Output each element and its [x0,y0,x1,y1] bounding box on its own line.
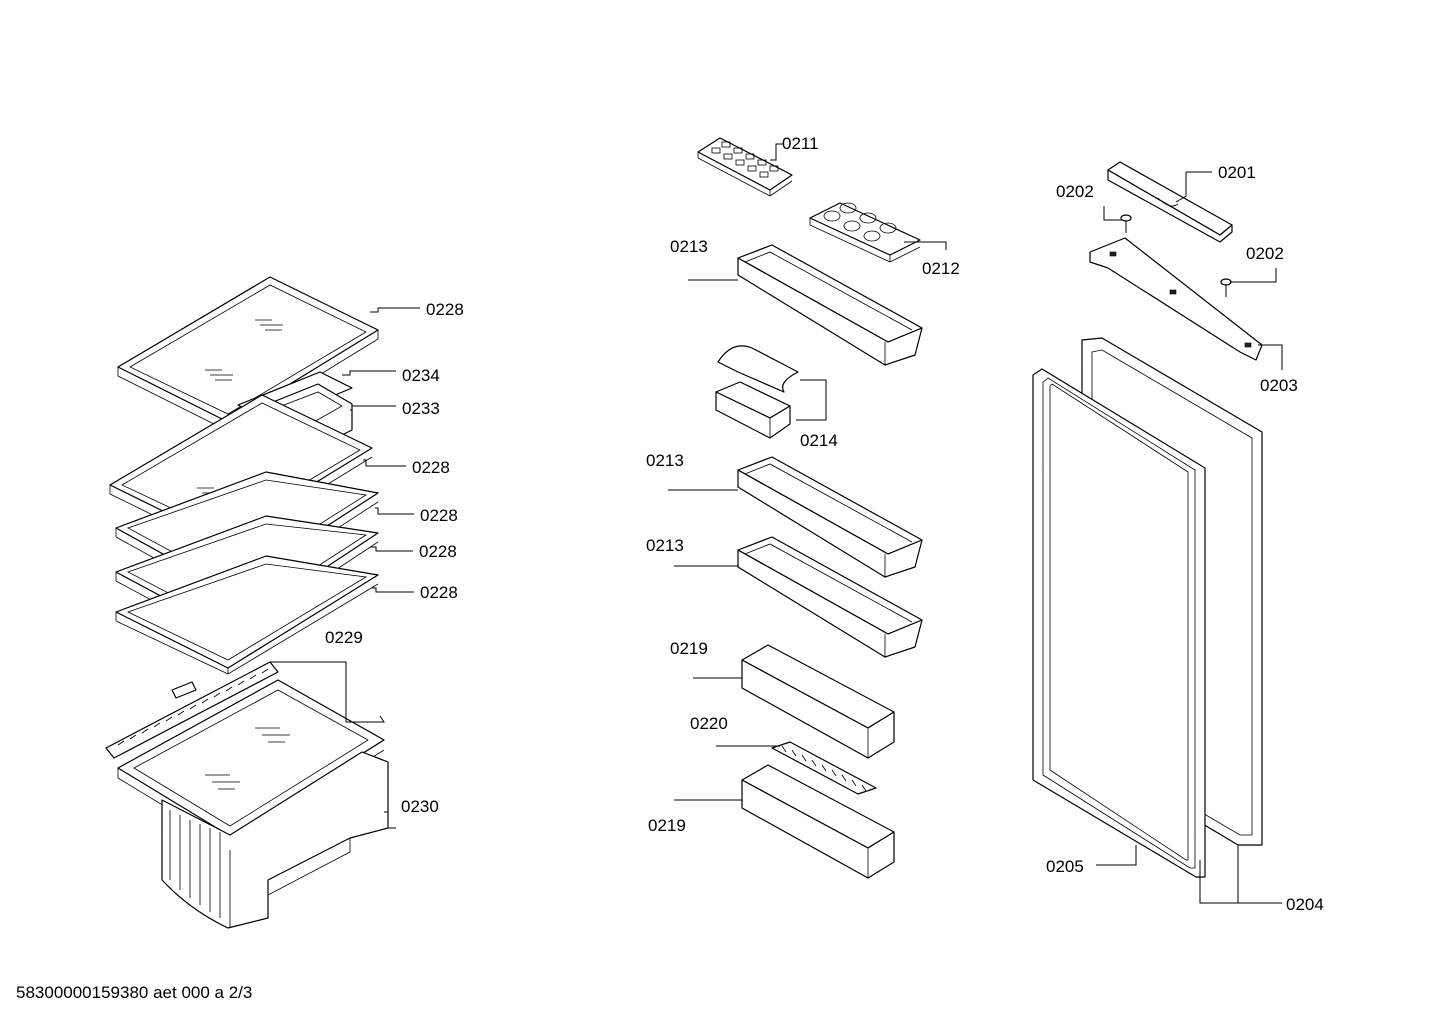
egg-tray [809,202,921,263]
part-labels: 0228 0234 0233 0228 0228 0228 0228 0229 … [325,134,1324,914]
label-0219-upper: 0219 [670,639,708,658]
butter-dish [715,345,799,439]
screw-right [1220,278,1232,297]
label-0228-third: 0228 [420,506,458,525]
handle-cover [1107,161,1233,243]
label-0228-top: 0228 [426,300,464,319]
label-0213-lower: 0213 [646,536,684,555]
label-0213-top: 0213 [670,237,708,256]
label-0213-middle: 0213 [646,451,684,470]
hinge-bracket [1089,237,1263,361]
label-0228-fifth: 0228 [420,583,458,602]
door-rack-top [737,244,923,366]
label-0205: 0205 [1046,857,1084,876]
label-0201: 0201 [1218,163,1256,182]
ice-cube-tray [697,137,793,197]
label-0234: 0234 [402,366,440,385]
leader-lines [270,143,1283,904]
label-0229: 0229 [325,628,363,647]
bottle-retainer [771,741,877,795]
drawing-number: 58300000159380 aet 000 a 2/3 [16,983,252,1002]
glass-shelf-5 [115,555,379,675]
label-0203: 0203 [1260,376,1298,395]
label-0214: 0214 [800,431,838,450]
label-0228-second: 0228 [412,458,450,477]
crisper-drawer [161,751,389,929]
door-rack-lower [737,536,923,658]
label-0212: 0212 [922,259,960,278]
label-0220: 0220 [690,714,728,733]
glass-shelf-top [117,276,379,432]
label-0204: 0204 [1286,895,1324,914]
label-0219-lower: 0219 [648,816,686,835]
label-0230: 0230 [401,797,439,816]
label-0202-right: 0202 [1246,244,1284,263]
bottle-rack-lower [741,764,895,879]
bottle-rack-upper [741,644,895,759]
label-0233: 0233 [402,399,440,418]
label-0228-fourth: 0228 [419,542,457,561]
label-0211: 0211 [782,134,819,153]
screw-top [1120,214,1132,233]
label-0202-top: 0202 [1056,182,1094,201]
door-rack-middle [737,456,923,578]
door-seal [1032,368,1206,878]
